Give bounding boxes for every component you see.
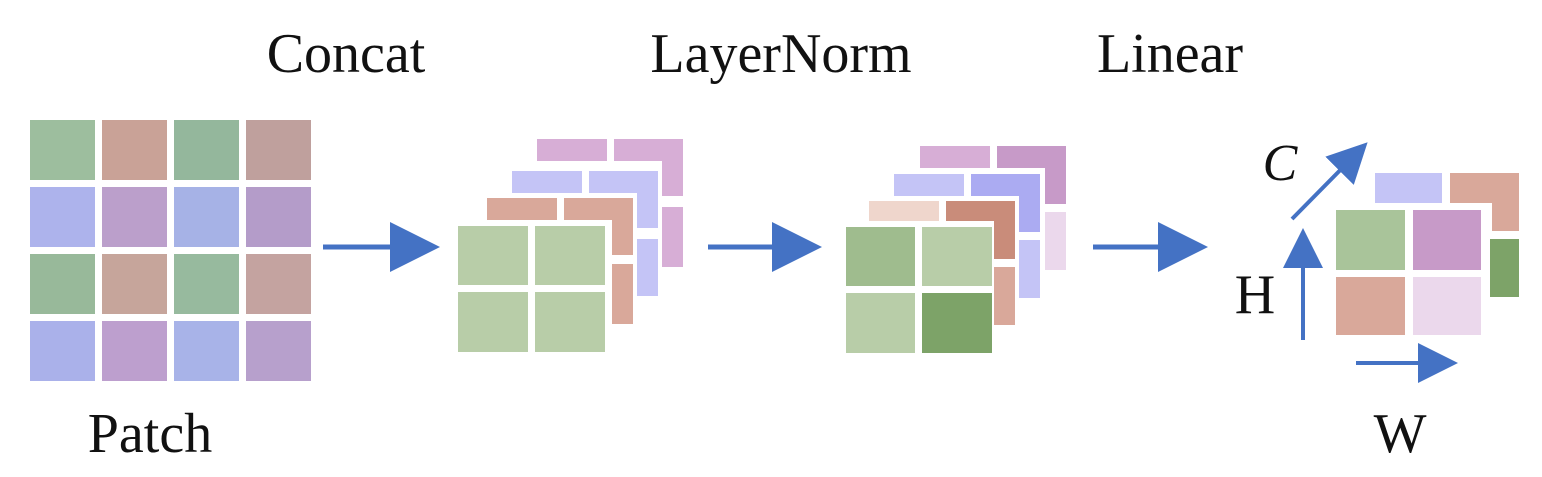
axis-h-label: H	[1235, 264, 1275, 326]
axis-c-arrow	[1290, 142, 1368, 221]
stack-layer-green	[846, 227, 992, 353]
patch-cell	[30, 254, 95, 314]
patch-cell	[30, 321, 95, 381]
patch-cell	[102, 120, 167, 180]
patch-cell	[246, 254, 311, 314]
layernorm-label: LayerNorm	[650, 23, 911, 85]
linear-label: Linear	[1097, 23, 1243, 85]
stack-layer-violet	[920, 146, 1066, 270]
patch-cell	[246, 120, 311, 180]
concat-label: Concat	[267, 23, 426, 85]
patch-cell	[102, 187, 167, 247]
axis-w-label: W	[1374, 403, 1427, 465]
patch-cell	[102, 254, 167, 314]
patch-cell	[30, 120, 95, 180]
stack-layer-lavender	[512, 171, 658, 296]
patch-cell	[174, 187, 239, 247]
patch-cell	[102, 321, 167, 381]
patch-grid	[30, 120, 311, 381]
patch-cell	[174, 321, 239, 381]
stack-layer-green	[458, 226, 605, 352]
stack-layer-violet	[537, 139, 683, 267]
layernorm-stack	[846, 146, 1066, 353]
linear-output-block	[1336, 173, 1519, 335]
patch-cell	[174, 120, 239, 180]
stack-layer-lavender	[894, 174, 1040, 298]
axis-c-label: C	[1263, 135, 1299, 192]
patch-label: Patch	[88, 403, 212, 465]
patch-cell	[246, 187, 311, 247]
patch-cell	[30, 187, 95, 247]
patch-cell	[246, 321, 311, 381]
concat-stack	[458, 139, 683, 352]
patch-cell	[174, 254, 239, 314]
stack-layer-rose	[869, 201, 1015, 325]
stack-layer-rose	[487, 198, 633, 324]
